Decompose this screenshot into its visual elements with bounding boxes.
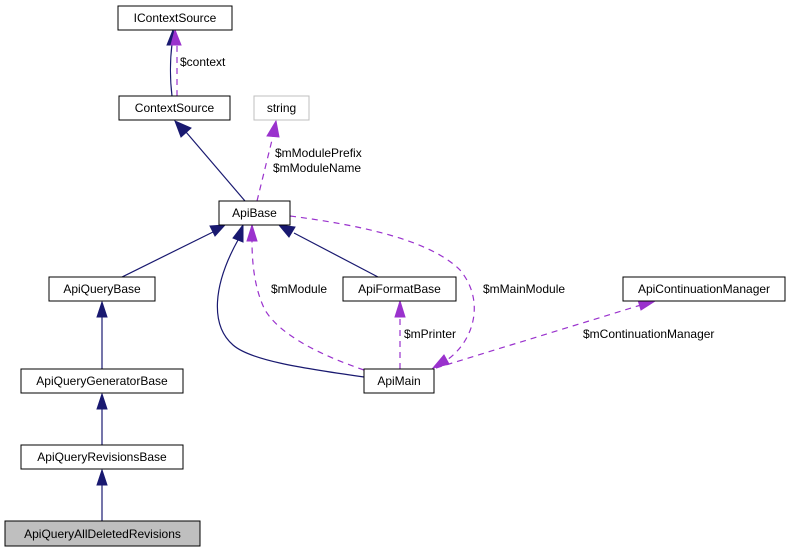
edge-label-module-prefix: $mModulePrefix — [275, 146, 362, 160]
node-label: ApiBase — [232, 206, 277, 220]
node-icontextsource[interactable]: IContextSource — [117, 5, 233, 31]
node-label: ApiQueryRevisionsBase — [37, 450, 167, 464]
edge-apibase-string-usage — [256, 119, 280, 202]
node-label: ContextSource — [135, 101, 215, 115]
edge-label-module: $mModule — [271, 282, 327, 296]
edge-label-printer: $mPrinter — [404, 327, 456, 341]
node-label: ApiContinuationManager — [638, 282, 770, 296]
node-apimain[interactable]: ApiMain — [363, 368, 435, 394]
node-label: IContextSource — [134, 11, 217, 25]
node-label: ApiQueryAllDeletedRevisions — [24, 527, 181, 541]
edge-apiqueryrevisionsbase-apiquerygeneratorbase-inherit — [96, 392, 108, 445]
edge-apimain-apiformatbase-usage — [394, 299, 406, 369]
node-apiquerygeneratorbase[interactable]: ApiQueryGeneratorBase — [20, 368, 184, 394]
edge-apibase-contextsource-inherit — [174, 120, 246, 202]
edge-apiformatbase-apibase-inherit — [277, 224, 379, 278]
node-apibase[interactable]: ApiBase — [218, 200, 291, 226]
edge-apiquerygeneratorbase-apiquerybase-inherit — [96, 300, 108, 369]
node-contextsource[interactable]: ContextSource — [118, 95, 231, 121]
edge-label-main-module: $mMainModule — [483, 282, 565, 296]
node-apiqueryrevisionsbase[interactable]: ApiQueryRevisionsBase — [20, 444, 184, 470]
edge-label-module-name: $mModuleName — [273, 161, 361, 175]
edge-apiqueryalldeletedrevisions-apiqueryrevisionsbase-inherit — [96, 468, 108, 521]
node-label: ApiQueryGeneratorBase — [36, 374, 168, 388]
edge-apimain-apibase-usage — [246, 223, 365, 371]
node-apicontinuationmanager[interactable]: ApiContinuationManager — [622, 276, 786, 302]
node-label: ApiFormatBase — [358, 282, 441, 296]
node-apiformatbase[interactable]: ApiFormatBase — [342, 276, 457, 302]
node-apiqueryalldeletedrevisions: ApiQueryAllDeletedRevisions — [4, 520, 201, 547]
edge-contextsource-icontextsource-usage — [170, 28, 182, 97]
node-label: ApiQueryBase — [63, 282, 141, 296]
edge-apiquerybase-apibase-inherit — [121, 224, 227, 278]
node-string: string — [253, 95, 310, 121]
edge-label-continuation-manager: $mContinuationManager — [583, 327, 714, 341]
edge-label-context: $context — [180, 55, 226, 69]
node-apiquerybase[interactable]: ApiQueryBase — [48, 276, 156, 302]
node-label: string — [267, 101, 296, 115]
node-label: ApiMain — [377, 374, 420, 388]
edge-apimain-apibase-inherit — [216, 223, 365, 378]
